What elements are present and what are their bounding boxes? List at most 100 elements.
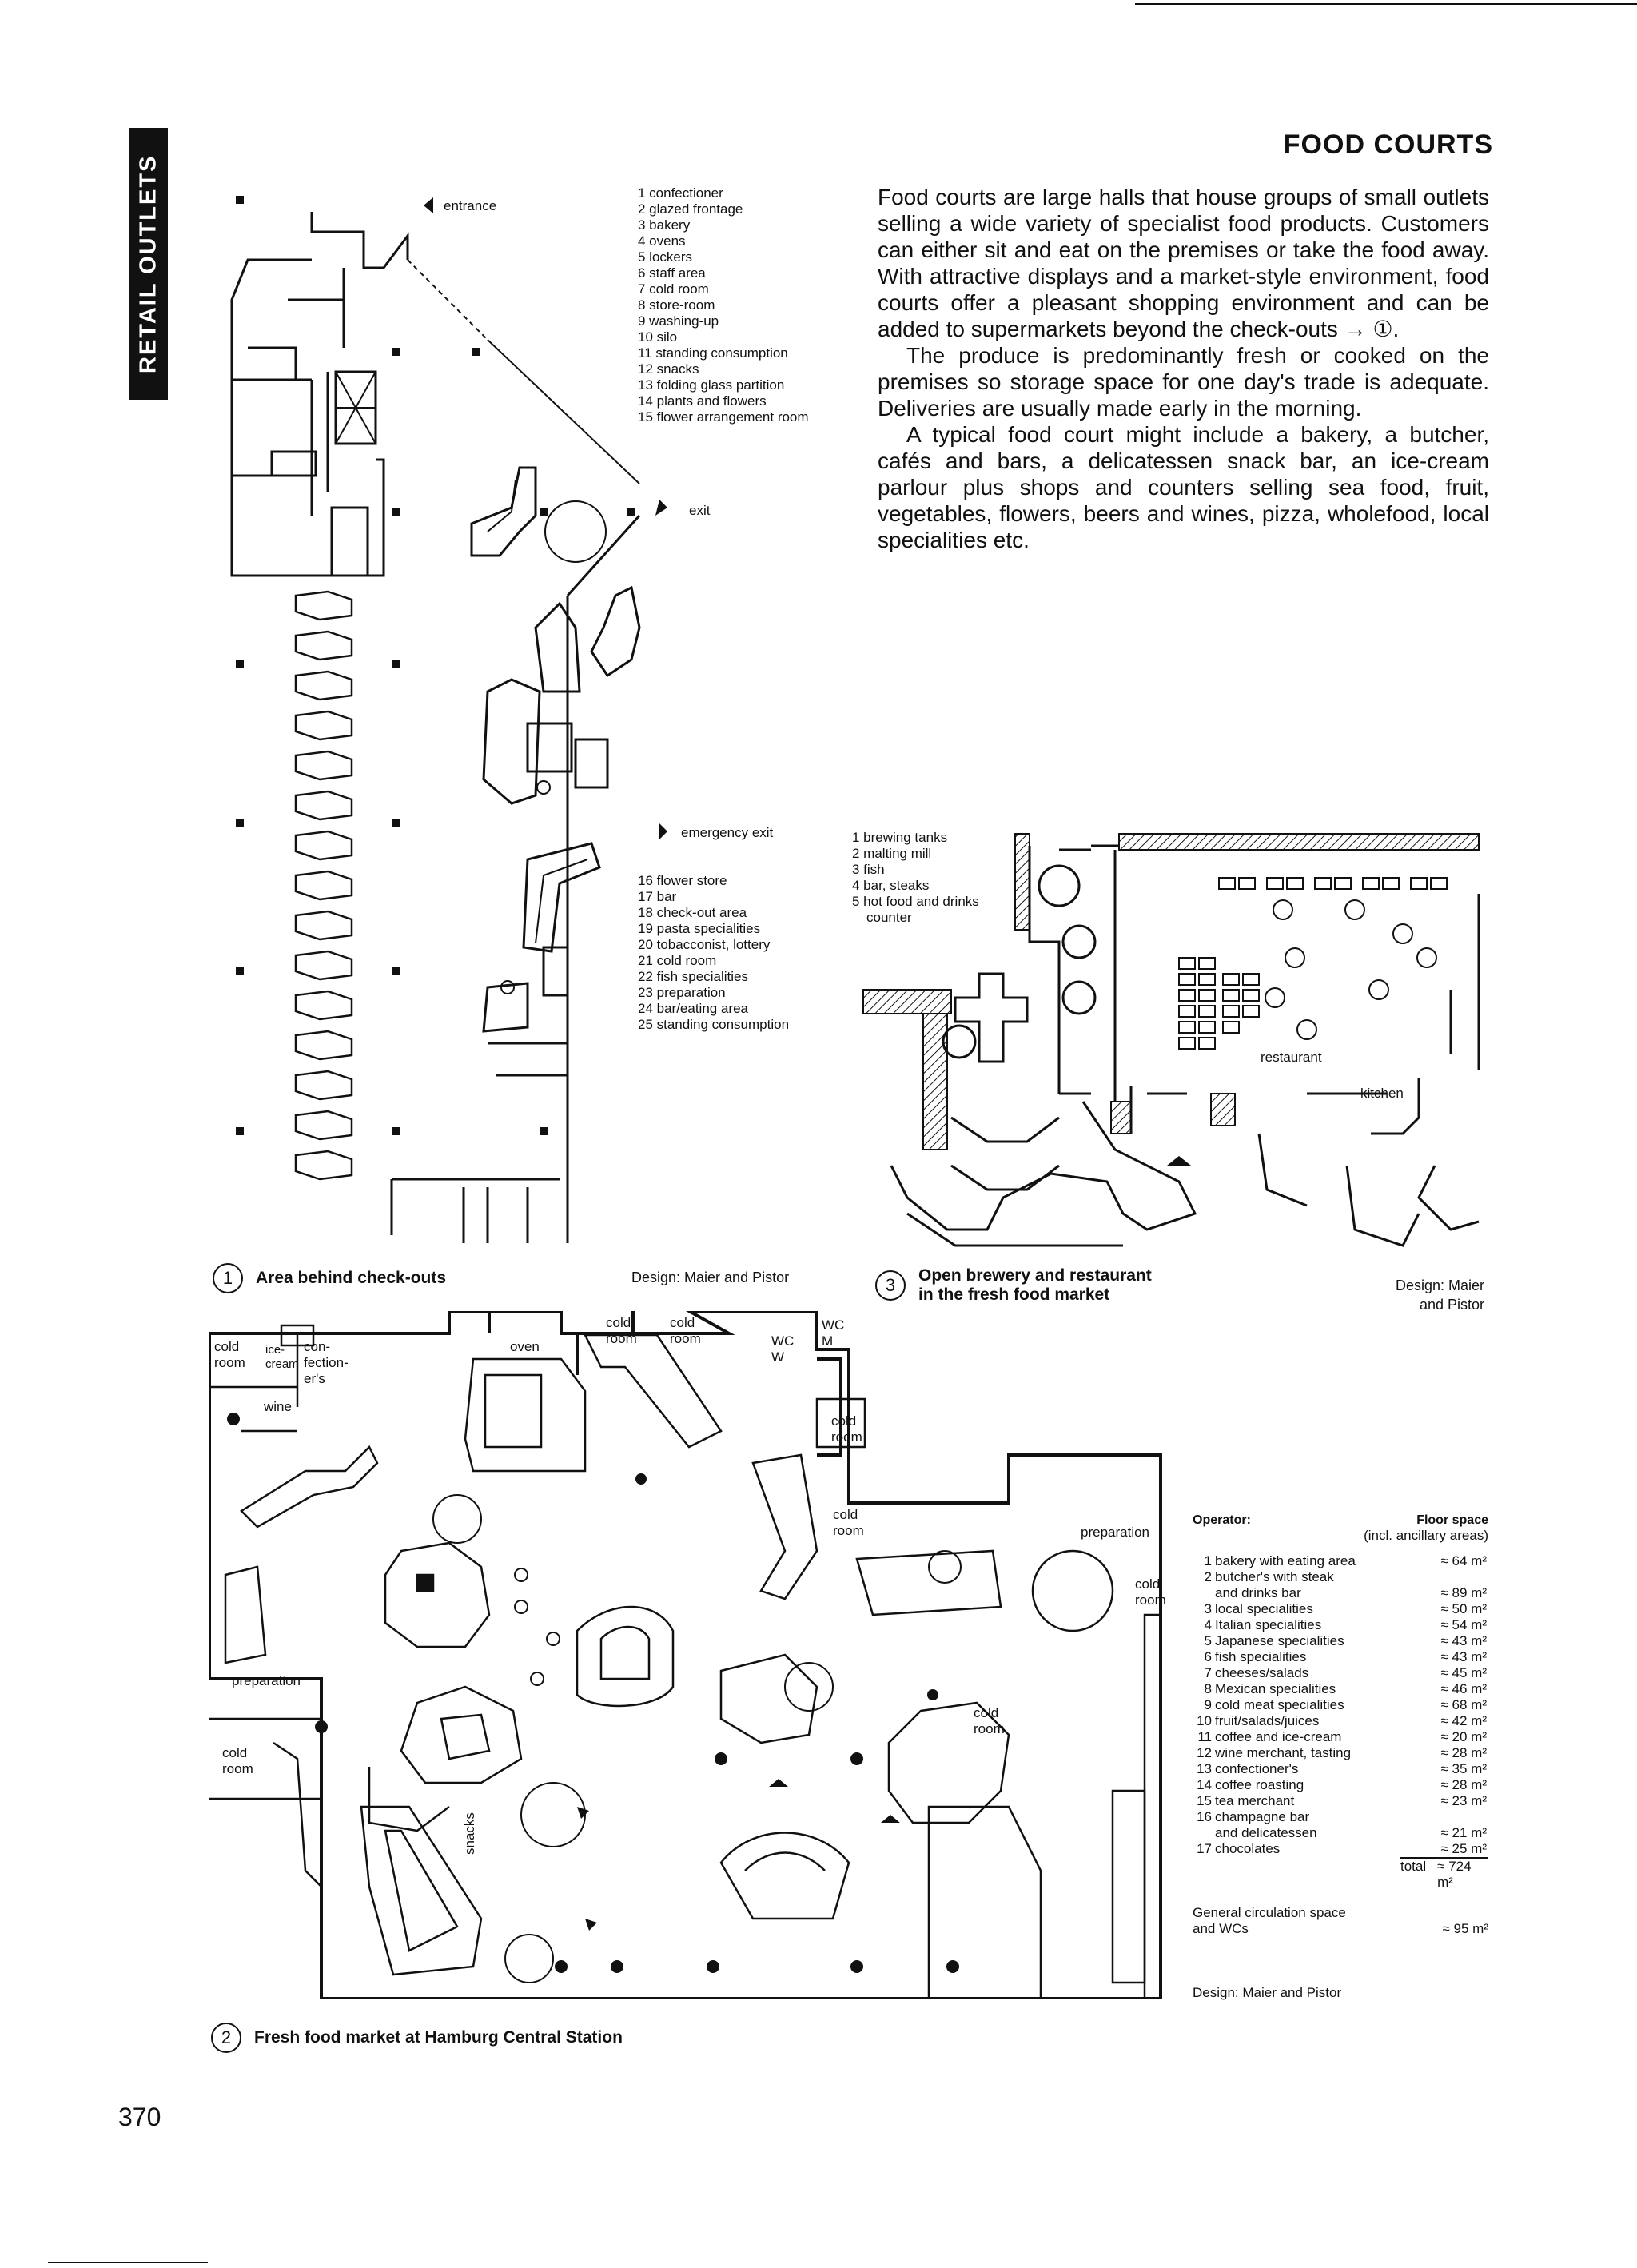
fig3-restaurant-label: restaurant bbox=[1261, 1050, 1322, 1065]
operator-area: ≈ 43 m² bbox=[1440, 1649, 1487, 1664]
fig1-legend-top: 1 confectioner 2 glazed frontage 3 baker… bbox=[638, 185, 809, 425]
operator-area: ≈ 23 m² bbox=[1440, 1793, 1487, 1808]
operator-number: 8 bbox=[1204, 1681, 1212, 1696]
floor-space-subheader: (incl. ancillary areas) bbox=[1364, 1528, 1488, 1543]
legend-item: 7 cold room bbox=[638, 281, 709, 297]
table-header: Operator: Floor space bbox=[1193, 1513, 1488, 1528]
legend-item: 25 standing consumption bbox=[638, 1017, 790, 1032]
operator-area bbox=[1418, 1569, 1488, 1585]
fig1-exit-label: exit bbox=[689, 503, 711, 518]
operator-number bbox=[1193, 1585, 1213, 1601]
legend-item: 9 washing-up bbox=[638, 313, 719, 329]
operator-number: 16 bbox=[1197, 1809, 1212, 1824]
operator-number: 13 bbox=[1197, 1761, 1212, 1776]
operator-area: ≈ 28 m² bbox=[1440, 1745, 1487, 1760]
legend-item: 4 ovens bbox=[638, 233, 686, 249]
fig2-floor-plan bbox=[209, 1311, 1162, 1999]
operator-name: bakery with eating area bbox=[1215, 1553, 1356, 1568]
fig2-floor-space-table: Operator: Floor space (incl. ancillary a… bbox=[1193, 1513, 1488, 2001]
legend-item: 17 bar bbox=[638, 889, 677, 904]
operator-name: tea merchant bbox=[1215, 1793, 1295, 1808]
operator-name: and delicatessen bbox=[1215, 1825, 1317, 1840]
legend-item: 21 cold room bbox=[638, 953, 717, 968]
operator-number: 9 bbox=[1204, 1697, 1212, 1712]
fig2-cold-room-label: cold room bbox=[214, 1339, 245, 1370]
legend-item: 22 fish specialities bbox=[638, 969, 748, 984]
operator-name: and drinks bar bbox=[1215, 1585, 1301, 1600]
legend-item: counter bbox=[866, 910, 912, 925]
intro-text: Food courts are large halls that house g… bbox=[878, 184, 1489, 553]
operator-area: ≈ 42 m² bbox=[1440, 1713, 1487, 1728]
legend-item: 3 fish bbox=[852, 862, 885, 877]
operator-number: 7 bbox=[1204, 1665, 1212, 1680]
legend-item: 12 snacks bbox=[638, 361, 699, 377]
floor-space-row: and delicatessen≈ 21 m² bbox=[1193, 1825, 1488, 1841]
operator-name: cheeses/salads bbox=[1215, 1665, 1309, 1680]
operator-area: ≈ 20 m² bbox=[1440, 1729, 1487, 1744]
fig3-legend: 1 brewing tanks 2 malting mill 3 fish 4 … bbox=[852, 830, 979, 926]
fig2-cold-room-8-label: cold room bbox=[974, 1705, 1005, 1736]
fig3-kitchen-label: kitchen bbox=[1360, 1086, 1404, 1101]
legend-item: 2 glazed frontage bbox=[638, 201, 743, 217]
fig3-caption-line1: Open brewery and restaurant bbox=[918, 1266, 1152, 1285]
operator-name: wine merchant, tasting bbox=[1215, 1745, 1352, 1760]
legend-item: 18 check-out area bbox=[638, 905, 747, 920]
operator-area: ≈ 46 m² bbox=[1440, 1681, 1487, 1696]
circulation-row: General circulation space and WCs ≈ 95 m… bbox=[1193, 1905, 1488, 1937]
operator-name: chocolates bbox=[1215, 1841, 1281, 1856]
operator-number: 11 bbox=[1197, 1729, 1212, 1744]
fig1-caption: 1 Area behind check-outs bbox=[213, 1263, 446, 1293]
section-tab: RETAIL OUTLETS bbox=[129, 128, 168, 400]
fig2-cold-room-6-label: cold room bbox=[1135, 1576, 1166, 1608]
operator-number: 6 bbox=[1204, 1649, 1212, 1664]
operator-area: ≈ 25 m² bbox=[1440, 1841, 1487, 1856]
fig3-caption-text: Open brewery and restaurant in the fresh… bbox=[918, 1266, 1152, 1305]
fig2-caption-text: Fresh food market at Hamburg Central Sta… bbox=[254, 2028, 623, 2047]
operator-area: ≈ 50 m² bbox=[1440, 1601, 1487, 1616]
fig3-caption: 3 Open brewery and restaurant in the fre… bbox=[875, 1266, 1152, 1305]
legend-item: 13 folding glass partition bbox=[638, 377, 785, 393]
operator-number: 15 bbox=[1197, 1793, 1212, 1808]
operator-area: ≈ 89 m² bbox=[1440, 1585, 1487, 1600]
operator-number: 10 bbox=[1197, 1713, 1212, 1728]
fig1-emergency-exit-label: emergency exit bbox=[681, 825, 774, 840]
legend-item: 19 pasta specialities bbox=[638, 921, 761, 936]
operator-number: 12 bbox=[1197, 1745, 1212, 1760]
fig2-ice-cream-label: ice- cream bbox=[265, 1343, 299, 1371]
intro-paragraph-1: Food courts are large halls that house g… bbox=[878, 185, 1489, 341]
legend-item: 6 staff area bbox=[638, 265, 706, 281]
legend-item: 11 standing consumption bbox=[638, 345, 788, 361]
operator-area: ≈ 45 m² bbox=[1440, 1665, 1487, 1680]
legend-item: 14 plants and flowers bbox=[638, 393, 767, 409]
page-title: FOOD COURTS bbox=[1283, 130, 1493, 160]
fig2-snacks-label: snacks bbox=[462, 1812, 477, 1855]
top-rule bbox=[1135, 3, 1637, 5]
fig2-preparation-label: preparation bbox=[1081, 1525, 1150, 1540]
fig3-design-line2: and Pistor bbox=[1419, 1297, 1484, 1313]
operator-number: 1 bbox=[1204, 1553, 1212, 1568]
fig1-caption-text: Area behind check-outs bbox=[256, 1269, 447, 1287]
fig1-design-credit: Design: Maier and Pistor bbox=[631, 1270, 790, 1285]
operator-name: fish specialities bbox=[1215, 1649, 1307, 1664]
legend-item: 8 store-room bbox=[638, 297, 715, 313]
operator-area: ≈ 28 m² bbox=[1440, 1777, 1487, 1792]
fig2-design-credit: Design: Maier and Pistor bbox=[1193, 1985, 1342, 2000]
fig2-oven-label: oven bbox=[510, 1339, 540, 1354]
page-number: 370 bbox=[118, 2103, 161, 2131]
operator-number: 14 bbox=[1197, 1777, 1212, 1792]
circulation-line2: and WCs bbox=[1193, 1921, 1249, 1936]
legend-item: 10 silo bbox=[638, 329, 678, 345]
intro-paragraph-3: A typical food court might include a bak… bbox=[878, 422, 1489, 552]
total-label: total bbox=[1400, 1859, 1427, 1874]
operator-header: Operator: bbox=[1193, 1513, 1251, 1527]
operator-name: confectioner's bbox=[1215, 1761, 1299, 1776]
